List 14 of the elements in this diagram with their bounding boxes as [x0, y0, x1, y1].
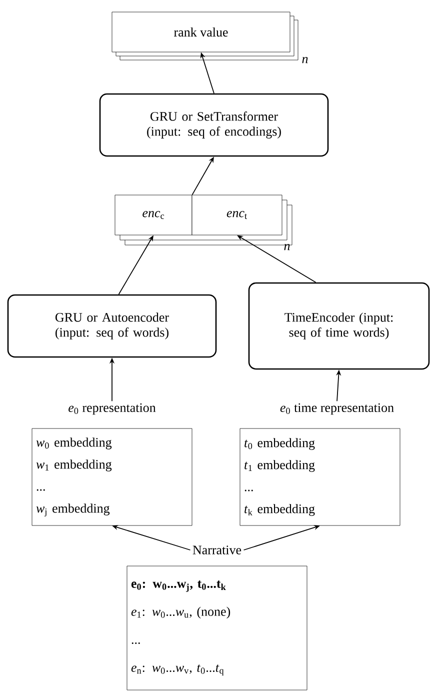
- encoding-cell: enc$_{c}$: [114, 194, 192, 236]
- model-box: GRU or Autoencoder (input: seq of words): [7, 294, 217, 358]
- count-label: n: [302, 56, 308, 64]
- list-box: t$_{0}$ embedding t$_{1}$ embedding ... t$_{k}$ embedding: [240, 428, 400, 526]
- text-label: e$_{0}$ representation: [68, 403, 156, 415]
- encoding-cell: enc$_{t}$: [192, 194, 282, 236]
- list-box: w$_{0}$ embedding w$_{1}$ embedding ... w$_{j}$ embedding: [32, 428, 192, 526]
- list-box: e$_{0}$: w$_{0}$...w$_{j}$, t$_{0}$...t$_{k}$ e$_{1}$: w$_{0}$...w$_{u}$, (none) ... e$_{n}$: w$_{0}$...w$_{v}$, t$_{0}$...t$_{q}$: [126, 566, 308, 690]
- stacked-box: rank value: [112, 12, 290, 52]
- count-label: n: [284, 244, 290, 250]
- model-box: GRU or SetTransformer (input: seq of encodings): [99, 93, 329, 157]
- text-label: Narrative: [192, 546, 242, 554]
- text-label: e$_{0}$ time representation: [280, 403, 394, 415]
- model-box: TimeEncoder (input: seq of time words): [248, 282, 430, 370]
